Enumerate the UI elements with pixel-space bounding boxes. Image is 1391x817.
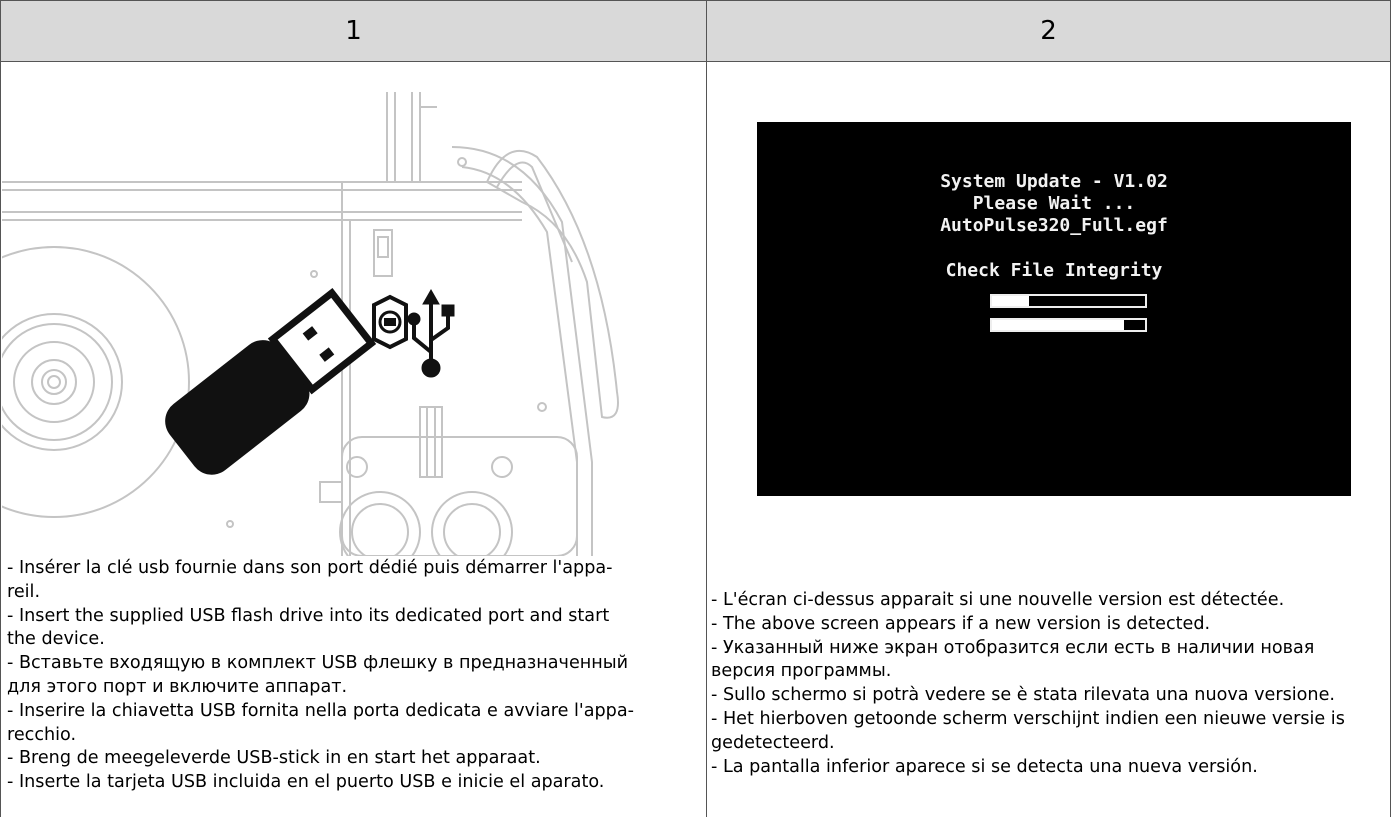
screen-filename: AutoPulse320_Full.egf — [940, 215, 1168, 236]
instruction-line: - The above screen appears if a new vers… — [711, 613, 1211, 634]
column-2-instructions: - L'écran ci-dessus apparait si une nouv… — [711, 589, 1391, 779]
instruction-line: - Breng de meegeleverde USB-stick in en … — [7, 748, 541, 769]
instruction-line: - Insérer la clé usb fournie dans son po… — [7, 558, 613, 578]
system-update-screen: System Update - V1.02 Please Wait ... Au… — [757, 122, 1351, 496]
progress-bar-1 — [990, 294, 1147, 308]
column-header-1: 1 — [0, 0, 707, 62]
instruction-line: для этого порт и включите аппарат. — [7, 676, 348, 697]
instruction-line: the device. — [7, 629, 105, 650]
screen-wait-text: Please Wait ... — [972, 193, 1136, 214]
column-2-body: System Update - V1.02 Please Wait ... Au… — [706, 61, 1391, 817]
column-1-instructions: - Insérer la clé usb fournie dans son po… — [7, 557, 697, 795]
instruction-line: - Указанный ниже экран отобразится если … — [711, 637, 1315, 658]
progress-bar-2 — [990, 318, 1147, 332]
instruction-line: - La pantalla inferior aparece si se det… — [711, 756, 1258, 777]
screen-status: Check File Integrity — [945, 260, 1163, 281]
instruction-line: gedetecteerd. — [711, 732, 835, 753]
instruction-line: версия программы. — [711, 661, 892, 682]
usb-insertion-illustration — [2, 62, 706, 556]
progress-bar-1-fill — [992, 296, 1029, 306]
instruction-line: - Inserte la tarjeta USB incluida en el … — [7, 772, 605, 793]
instruction-line: - Sullo schermo si potrà vedere se è sta… — [711, 685, 1336, 706]
instruction-line: reil. — [7, 581, 41, 602]
screen-title: System Update - V1.02 — [940, 171, 1168, 192]
instruction-line: - Вставьте входящую в комплект USB флешк… — [7, 653, 629, 674]
instruction-line: - L'écran ci-dessus apparait si une nouv… — [711, 590, 1285, 610]
instruction-line: recchio. — [7, 724, 77, 745]
instruction-line: - Insert the supplied USB flash drive in… — [7, 605, 610, 626]
instruction-line: - Inserire la chiavetta USB fornita nell… — [7, 700, 634, 721]
column-1-body: - Insérer la clé usb fournie dans son po… — [0, 61, 707, 817]
progress-bar-2-fill — [992, 320, 1124, 330]
instruction-line: - Het hierboven getoonde scherm verschij… — [711, 708, 1345, 729]
column-header-2: 2 — [706, 0, 1391, 62]
